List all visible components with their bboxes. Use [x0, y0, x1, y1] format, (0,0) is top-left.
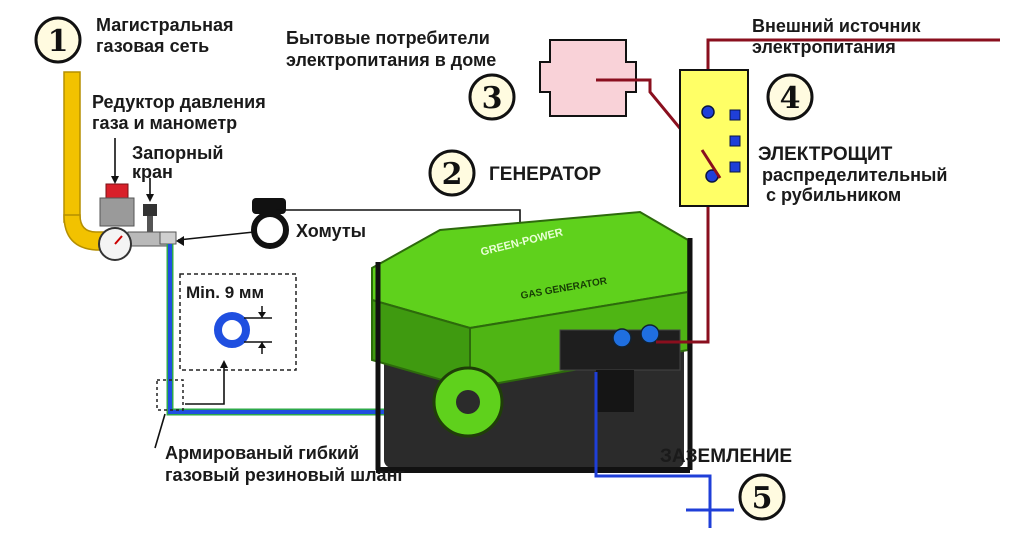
shutoff-valve: [143, 204, 177, 245]
panel-switch-blade: [700, 149, 722, 179]
label-reducer-line1: Редуктор давления: [92, 92, 266, 112]
panel-terminal: [701, 105, 715, 119]
pressure-reducer-with-manometer: [98, 183, 169, 261]
label-panel-line1: ЭЛЕКТРОЩИТ: [758, 144, 893, 165]
marker-2: 2: [428, 149, 476, 197]
household-consumers-block: [539, 39, 637, 117]
marker-5-number: 5: [752, 481, 773, 516]
label-panel-line2: распределительный: [762, 165, 947, 185]
label-gas-main-line2: газовая сеть: [96, 36, 209, 56]
label-hose-line1: Армированый гибкий: [165, 443, 359, 463]
marker-5: 5: [738, 473, 786, 521]
marker-1-number: 1: [48, 24, 69, 59]
marker-2-number: 2: [442, 157, 463, 192]
label-external-source-line2: электропитания: [752, 37, 896, 57]
generator-illustration: GREEN-POWER GAS GENERATOR: [371, 210, 693, 473]
distribution-panel: [679, 69, 749, 207]
hose-clamp-marker: [156, 379, 184, 411]
label-hose-line2: газовый резиновый шланг: [165, 465, 405, 485]
generator-socket: [612, 328, 632, 348]
label-valve-line1: Запорный: [132, 143, 223, 163]
label-grounding: ЗАЗЕМЛЕНИЕ: [660, 446, 792, 467]
marker-4-number: 4: [780, 81, 801, 116]
label-consumers-line1: Бытовые потребители: [286, 28, 490, 48]
label-min-diameter: Min. 9 мм: [186, 283, 264, 302]
generator-socket: [640, 324, 660, 344]
marker-3-number: 3: [482, 81, 503, 116]
label-valve-line2: кран: [132, 162, 173, 182]
label-gas-main-line1: Магистральная: [96, 15, 234, 35]
grounding-wire: [594, 372, 734, 528]
marker-3: 3: [468, 73, 516, 121]
label-generator: ГЕНЕРАТОР: [489, 164, 602, 185]
label-consumers-line2: электропитания в доме: [286, 50, 496, 70]
label-external-source-line1: Внешний источник: [752, 16, 921, 36]
label-reducer-line2: газа и манометр: [92, 113, 237, 133]
min-diameter-callout: [179, 273, 297, 371]
clamp-icon: [251, 198, 289, 249]
marker-4: 4: [766, 73, 814, 121]
marker-1: 1: [34, 16, 82, 64]
label-panel-line3: с рубильником: [766, 185, 901, 205]
label-clamps: Хомуты: [296, 221, 366, 241]
